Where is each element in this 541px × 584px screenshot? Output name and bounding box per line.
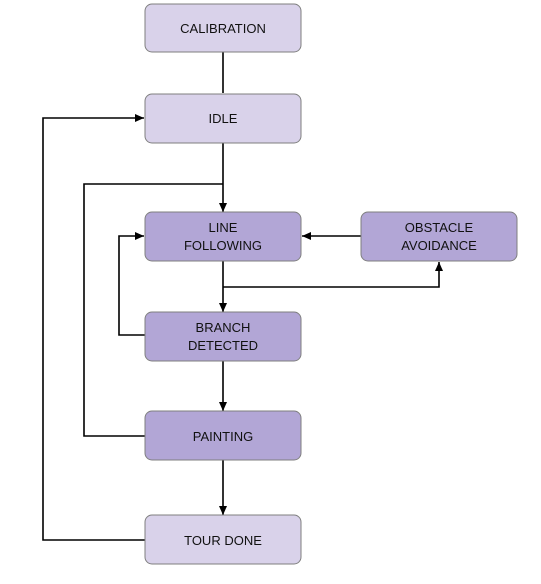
state-branch-detected-box	[144, 311, 302, 362]
state-branch-detected-label-line-2: DETECTED	[188, 338, 258, 353]
state-calibration-label: CALIBRATION	[180, 21, 266, 36]
state-painting-label: PAINTING	[193, 429, 253, 444]
state-calibration: CALIBRATION	[144, 3, 302, 53]
transitions	[42, 52, 443, 541]
state-branch-detected: BRANCH DETECTED	[144, 311, 302, 362]
state-obstacle-avoidance-label-line-2: AVOIDANCE	[401, 238, 477, 253]
state-idle-label: IDLE	[209, 111, 238, 126]
state-idle-box	[144, 93, 302, 144]
edge-tour-done-to-idle	[42, 114, 145, 541]
state-obstacle-avoidance-box	[360, 211, 518, 262]
edge-line-following-to-obstacle-avoidance	[223, 262, 443, 288]
state-painting-box	[144, 410, 302, 461]
edge-painting-to-line-following	[83, 183, 223, 437]
state-line-following-label-line-2: FOLLOWING	[184, 238, 262, 253]
state-painting: PAINTING	[144, 410, 302, 461]
state-branch-detected-label-line-1: BRANCH	[196, 320, 251, 335]
state-obstacle-avoidance: OBSTACLE AVOIDANCE	[360, 211, 518, 262]
state-obstacle-avoidance-label-line-1: OBSTACLE	[405, 220, 474, 235]
state-calibration-box	[144, 3, 302, 53]
edge-branch-detected-to-line-following	[118, 232, 145, 336]
state-line-following-label-line-1: LINE	[209, 220, 238, 235]
state-tour-done-label: TOUR DONE	[184, 533, 262, 548]
state-line-following: LINE FOLLOWING	[144, 211, 302, 262]
state-idle: IDLE	[144, 93, 302, 144]
state-line-following-box	[144, 211, 302, 262]
state-tour-done: TOUR DONE	[144, 514, 302, 565]
state-tour-done-box	[144, 514, 302, 565]
